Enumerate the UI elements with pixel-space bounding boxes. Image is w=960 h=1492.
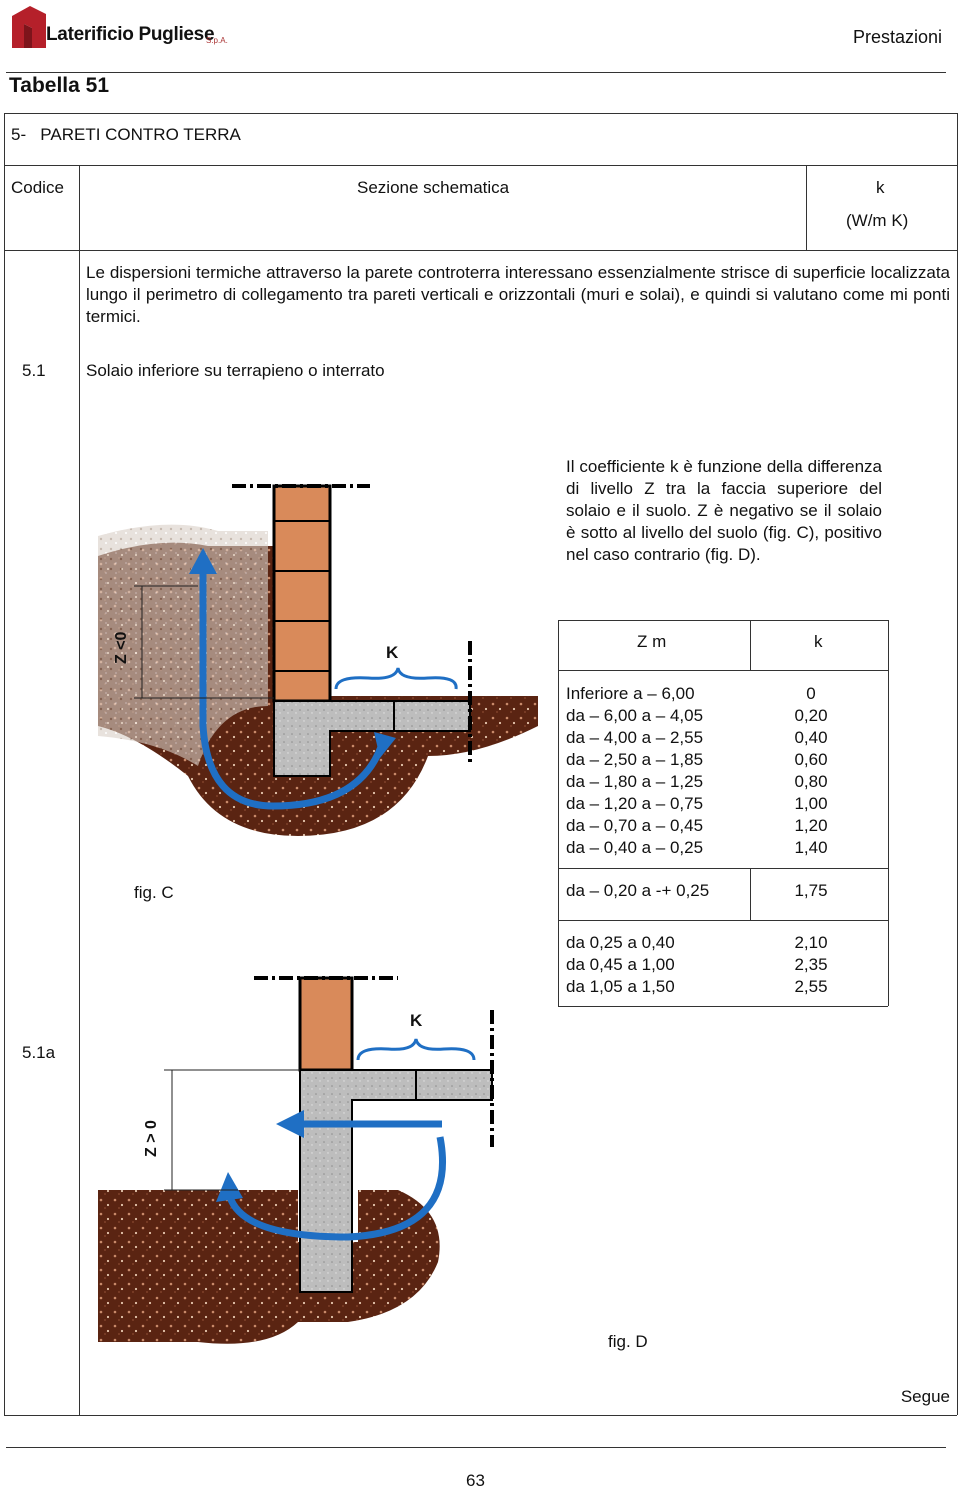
fig-d-caption: fig. D — [608, 1332, 648, 1351]
figure-d: K Z > 0 — [98, 976, 494, 1344]
concrete-foundation — [273, 700, 471, 777]
brick-wall-d — [298, 976, 354, 1072]
table-row: da – 1,20 a – 0,75 1,00 — [566, 793, 871, 815]
k-value-cell: 0,20 — [794, 706, 828, 725]
footer-rule — [6, 1447, 946, 1448]
k-table-group-2: da – 0,20 a -+ 0,25 1,75 — [566, 880, 871, 902]
table-row: da – 0,70 a – 0,45 1,20 — [566, 815, 871, 837]
table-row: da – 2,50 a – 1,85 0,60 — [566, 749, 871, 771]
k-table-group-1: Inferiore a – 6,00 0 da – 6,00 a – 4,05 0,2… — [566, 683, 871, 859]
arrow-head-up-icon — [189, 548, 217, 574]
k-value-cell: 1,75 — [794, 881, 828, 900]
k-table-header-k: k — [814, 632, 823, 651]
k-value-cell: 2,55 — [794, 977, 828, 996]
description-paragraph: Il coefficiente k è funzione della diffe… — [566, 457, 882, 564]
header-section: Prestazioni — [852, 27, 942, 47]
z-range-cell: da 1,05 a 1,50 — [566, 977, 675, 996]
soil-halo — [98, 524, 268, 766]
k-value-cell: 1,00 — [794, 794, 828, 813]
brand-name: Laterificio Pugliese — [46, 24, 215, 45]
z-range-cell: da – 0,70 a – 0,45 — [566, 816, 704, 835]
figure-c: K Z <0 — [98, 484, 538, 836]
k-table-group-3: da 0,25 a 0,40 2,10 da 0,45 a 1,00 2,35 da 1… — [566, 932, 871, 998]
table-row: da 0,45 a 1,00 2,35 — [566, 954, 871, 976]
z-range-cell: da – 4,00 a – 2,55 — [566, 728, 704, 747]
table-row: Inferiore a – 6,00 0 — [566, 683, 871, 705]
k-label-d: K — [410, 1011, 423, 1030]
logo-mark-icon — [12, 6, 46, 48]
z-label-c: Z <0 — [113, 631, 130, 664]
col-code: Codice — [11, 178, 64, 197]
z-range-cell: Inferiore a – 6,00 — [566, 684, 695, 703]
k-value-cell: 0,40 — [794, 728, 828, 747]
logo: Laterificio Pugliese S.p.A. — [10, 4, 270, 50]
z-range-cell: da 0,45 a 1,00 — [566, 955, 675, 974]
table-row: da 1,05 a 1,50 2,55 — [566, 976, 871, 998]
header-rule — [6, 72, 946, 73]
arrow-head-right-icon — [374, 732, 396, 758]
brand-suffix: S.p.A. — [206, 36, 228, 45]
k-table-header-z: Z m — [637, 632, 667, 651]
table-row: da – 0,20 a -+ 0,25 1,75 — [566, 880, 871, 902]
table-row: da – 4,00 a – 2,55 0,40 — [566, 727, 871, 749]
k-value-cell: 0,60 — [794, 750, 828, 769]
z-label-d: Z > 0 — [143, 1120, 160, 1157]
z-range-cell: da – 1,20 a – 0,75 — [566, 794, 704, 813]
arrow-head-left-icon — [276, 1110, 304, 1138]
k-value-cell: 2,35 — [794, 955, 828, 974]
k-value-cell: 1,40 — [794, 838, 828, 857]
col-k-unit: (W/m K) — [846, 211, 909, 230]
intro-paragraph: Le dispersioni termiche attraverso la pa… — [86, 263, 950, 326]
k-value-cell: 0,80 — [794, 772, 828, 791]
col-k: k — [876, 178, 885, 197]
page-number: 63 — [466, 1471, 485, 1490]
k-brace-d-icon — [356, 1038, 476, 1061]
heat-flow-arrow — [199, 571, 387, 810]
z-range-cell: da – 2,50 a – 1,85 — [566, 750, 704, 769]
heat-flow-arrow-down — [226, 1136, 447, 1241]
table-row: da – 0,40 a – 0,25 1,40 — [566, 837, 871, 859]
chapter-title: 5- PARETI CONTRO TERRA — [11, 125, 241, 144]
k-value-cell: 0 — [806, 684, 816, 703]
item-title: Solaio inferiore su terrapieno o interra… — [86, 361, 385, 380]
table-row: da – 1,80 a – 1,25 0,80 — [566, 771, 871, 793]
table-row: da 0,25 a 0,40 2,10 — [566, 932, 871, 954]
continue-label: Segue — [900, 1387, 950, 1406]
brick-wall — [272, 484, 332, 703]
z-range-cell: da – 1,80 a – 1,25 — [566, 772, 704, 791]
col-section: Sezione schematica — [357, 178, 510, 197]
fig-c-caption: fig. C — [134, 883, 174, 902]
k-value-cell: 2,10 — [794, 933, 828, 952]
table-row: da – 6,00 a – 4,05 0,20 — [566, 705, 871, 727]
z-range-cell: da – 0,40 a – 0,25 — [566, 838, 704, 857]
soil-ground-d — [98, 1190, 440, 1344]
k-label: K — [386, 643, 399, 662]
k-value-cell: 1,20 — [794, 816, 828, 835]
z-range-cell: da 0,25 a 0,40 — [566, 933, 675, 952]
arrow-head-up-d-icon — [216, 1172, 243, 1202]
item-sub-code: 5.1a — [22, 1043, 56, 1062]
z-range-cell: da – 0,20 a -+ 0,25 — [566, 881, 710, 900]
z-range-cell: da – 6,00 a – 4,05 — [566, 706, 704, 725]
k-brace-icon — [334, 667, 458, 690]
item-code: 5.1 — [22, 361, 46, 380]
table-title: Tabella 51 — [9, 74, 109, 97]
